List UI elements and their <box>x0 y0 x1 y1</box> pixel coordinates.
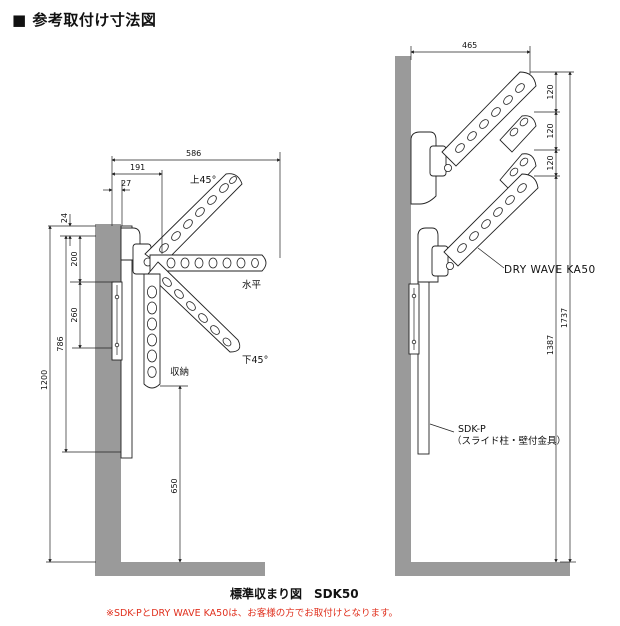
arm-down-45 <box>147 261 241 353</box>
dim-191: 191 <box>130 163 145 172</box>
label-stowed: 収納 <box>170 366 189 378</box>
dim-586: 586 <box>186 149 201 158</box>
label-product: DRY WAVE KA50 <box>504 264 596 276</box>
upper-arm <box>441 71 537 167</box>
label-pole-name: SDK-P <box>458 424 486 435</box>
dim-1387: 1387 <box>546 335 555 355</box>
arm-up-45 <box>144 173 243 267</box>
left-wall <box>95 224 121 576</box>
left-pole <box>120 225 133 459</box>
lower-arm <box>443 173 539 267</box>
dim-120-c: 120 <box>546 155 555 170</box>
arm-horizontal <box>149 254 267 272</box>
dim-27: 27 <box>121 179 131 188</box>
dim-1200: 1200 <box>40 370 49 390</box>
dim-465: 465 <box>462 41 477 50</box>
dim-200: 200 <box>70 251 79 266</box>
left-figure: 586 191 27 24 200 260 786 1200 <box>40 149 281 576</box>
slide-arm-segment-1 <box>499 115 537 153</box>
dim-1737: 1737 <box>560 308 569 328</box>
label-up-45: 上45° <box>190 175 216 186</box>
arm-stowed <box>143 273 161 389</box>
installation-note: ※SDK-PとDRY WAVE KA50は、お客様の方でお取付けとなります。 <box>106 607 398 619</box>
right-wall <box>395 56 411 576</box>
label-down-45: 下45° <box>242 355 268 366</box>
slide-arm-segment-2 <box>499 153 537 193</box>
right-figure: 465 120 120 120 1387 1737 DRY WAVE KA50 … <box>395 41 596 576</box>
dim-120-b: 120 <box>546 123 555 138</box>
label-horizontal: 水平 <box>242 279 262 291</box>
dim-650: 650 <box>170 478 179 493</box>
dim-120-a: 120 <box>546 84 555 99</box>
page-title: ■ 参考取付け寸法図 <box>12 11 157 29</box>
dim-260: 260 <box>70 307 79 322</box>
label-pole-desc: （スライド柱・壁付金具） <box>452 435 566 447</box>
dim-24: 24 <box>60 213 69 223</box>
right-floor <box>395 562 570 576</box>
caption: 標準収まり図 SDK50 <box>230 586 359 601</box>
left-floor <box>95 562 265 576</box>
dim-786: 786 <box>56 336 65 351</box>
